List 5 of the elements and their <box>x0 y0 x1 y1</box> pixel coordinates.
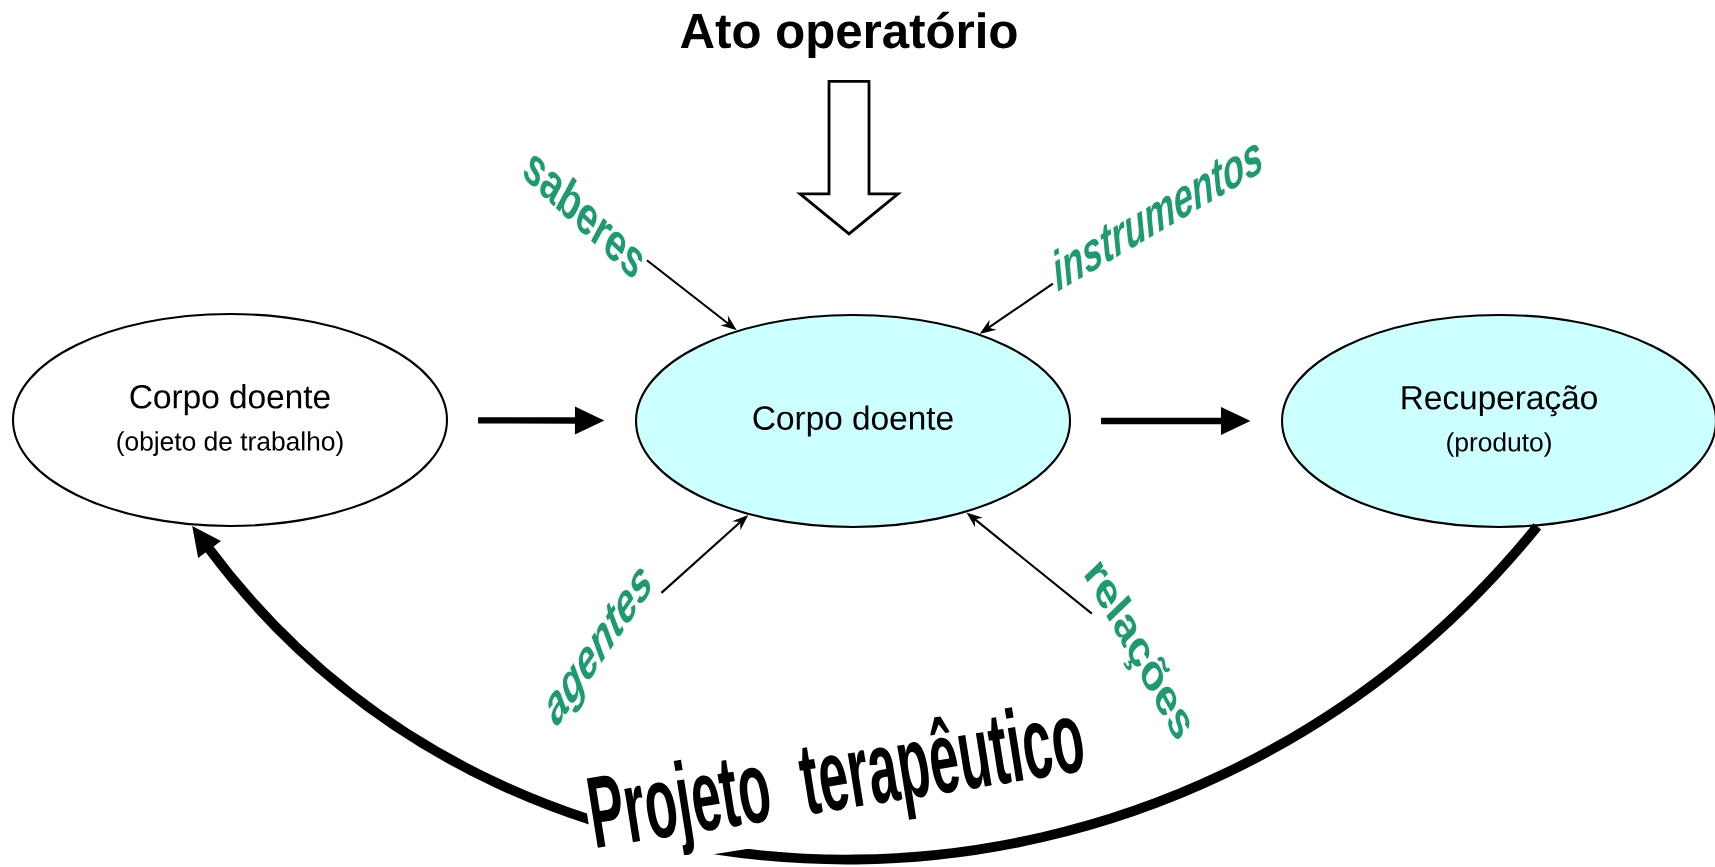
ellipse-node: Recuperação (produto) <box>1280 313 1715 529</box>
heading-text: Ato operatório <box>680 11 1017 59</box>
block-arrow <box>796 79 902 236</box>
ellipse-node: Corpo doente (objeto de trabalho) <box>11 312 449 528</box>
ellipse-node: Corpo doente <box>634 313 1072 529</box>
